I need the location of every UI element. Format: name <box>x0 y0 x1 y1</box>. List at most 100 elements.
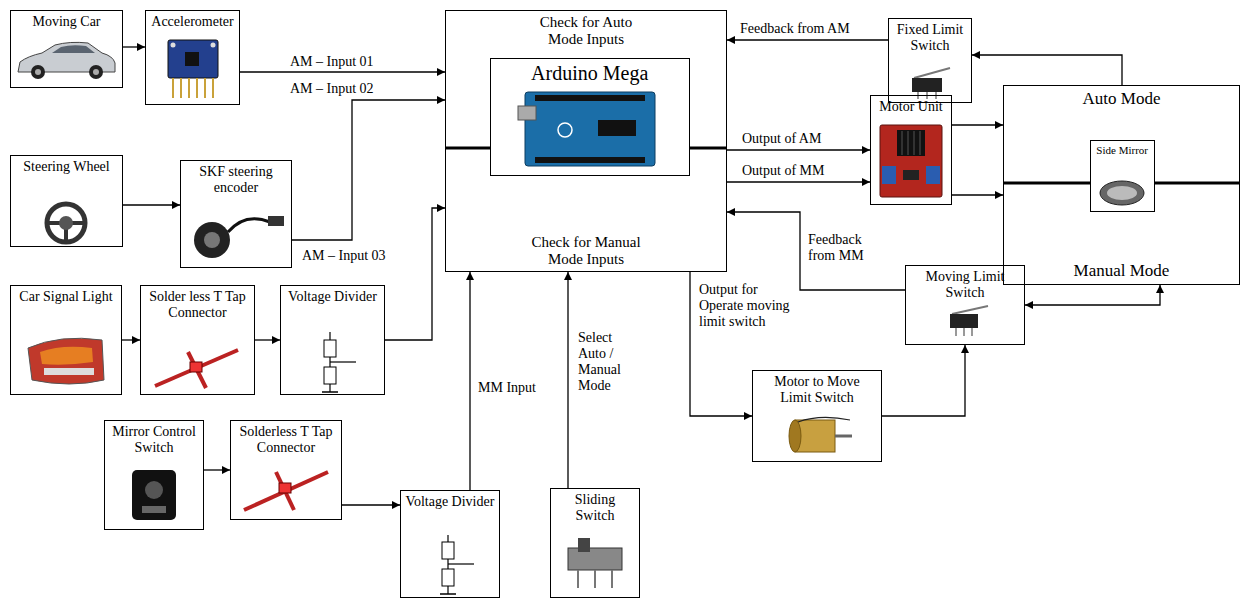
sensor-chip <box>185 52 199 66</box>
box-label: Steering Wheel <box>23 159 109 175</box>
motor-driver-illustration <box>880 125 942 197</box>
board-hole <box>211 43 216 48</box>
box-label: Motor to Move Limit Switch <box>757 374 877 406</box>
tap-wire <box>155 350 238 386</box>
connector-arrow <box>727 212 905 290</box>
connector-arrow <box>122 339 140 340</box>
divider-illustration <box>440 535 474 594</box>
wheel-hub <box>59 216 73 230</box>
resistor-symbol <box>442 542 454 559</box>
switch-slider <box>578 538 590 552</box>
bus-line <box>690 147 727 150</box>
signal-light-illustration <box>28 338 104 384</box>
sensor-box: SKF steering encoder <box>180 160 292 268</box>
switch-panel <box>132 470 176 520</box>
motor-shaft <box>835 435 852 438</box>
connector-arrow <box>240 71 445 72</box>
box-label: Solderless T Tap Connector <box>235 424 337 456</box>
switch-lever <box>952 306 988 314</box>
input-box: Mirror Control Switch <box>104 420 204 530</box>
car-illustration <box>18 42 115 79</box>
signal-label: MM Input <box>476 380 538 396</box>
box-label: Check for Manual Mode Inputs <box>524 234 649 269</box>
tap-wire <box>188 352 206 388</box>
divider-box: Voltage Divider <box>400 490 500 598</box>
lamp-housing <box>28 338 104 384</box>
resistor-symbol <box>324 367 336 384</box>
heatsink-fins <box>902 131 920 155</box>
box-label: Motor Unit <box>879 99 942 115</box>
box-label: Mirror Control Switch <box>109 424 199 456</box>
controller-box: Check for Auto Mode InputsCheck for Manu… <box>445 10 727 272</box>
resistor-symbol <box>324 340 336 357</box>
switch-body <box>950 314 978 328</box>
connector-arrow <box>469 272 470 490</box>
tap-connector-illustration <box>244 472 328 510</box>
box-label: Solder less T Tap Connector <box>145 289 250 321</box>
switch-pins <box>578 570 612 588</box>
box-label: Moving Limit Switch <box>910 269 1020 301</box>
connector-arrow <box>123 46 145 47</box>
switch-box: Fixed Limit Switch <box>888 18 972 103</box>
lamp-reflector <box>44 368 94 375</box>
board-hole <box>171 43 176 48</box>
signal-label: AM – Input 01 <box>288 54 376 70</box>
switch-button <box>142 506 166 513</box>
signal-label: AM – Input 03 <box>300 248 388 264</box>
limit-switch-illustration <box>950 306 988 336</box>
connector-arrow <box>123 204 180 205</box>
slide-switch-illustration <box>568 538 622 588</box>
microcontroller-box: Arduino Mega <box>490 58 690 176</box>
car-hub <box>93 69 99 75</box>
mirror-glass <box>1107 186 1137 200</box>
connector-box: Solderless T Tap Connector <box>230 420 342 520</box>
control-switch-illustration <box>132 470 176 520</box>
switch-box: Sliding Switch <box>550 488 640 598</box>
motor-wire <box>798 417 850 422</box>
divider-illustration <box>322 332 356 392</box>
connector-arrow <box>727 181 870 182</box>
driver-board <box>880 125 942 197</box>
lamp-lens <box>40 347 93 365</box>
input-box: Moving Car <box>10 10 123 88</box>
box-label: Fixed Limit Switch <box>893 22 967 54</box>
box-label: Moving Car <box>32 14 100 30</box>
tap-wire <box>244 472 328 510</box>
car-window <box>52 45 95 53</box>
divider-box: Voltage Divider <box>280 285 385 395</box>
tap-connector-illustration <box>155 350 238 388</box>
connector-arrow <box>972 55 1122 85</box>
signal-label: Select Auto / Manual Mode <box>576 330 642 394</box>
box-label: Check for Auto Mode Inputs <box>524 14 649 49</box>
processor-chip <box>598 120 636 136</box>
sensor-box: Accelerometer <box>145 10 240 105</box>
switch-knob <box>145 481 163 499</box>
connector-arrow <box>385 208 445 340</box>
box-label: Arduino Mega <box>531 62 648 85</box>
input-box: Steering Wheel <box>10 155 123 247</box>
tap-wire <box>276 472 294 510</box>
motor-end <box>789 420 801 452</box>
box-label: Auto Mode <box>1083 89 1161 109</box>
connector-arrow <box>342 504 400 505</box>
signal-label: Feedback from MM <box>806 232 882 264</box>
connector-arrow <box>952 194 1003 195</box>
connector-arrow <box>255 339 280 340</box>
box-label: Manual Mode <box>1074 261 1170 281</box>
usb-port <box>518 106 536 120</box>
switch-pins <box>956 328 972 336</box>
box-label: Side Mirror <box>1096 144 1148 157</box>
encoder-plug <box>268 216 284 226</box>
sensor-pins <box>173 78 213 98</box>
box-label: Sliding Switch <box>555 492 635 524</box>
accelerometer-illustration <box>168 40 218 98</box>
encoder-disc <box>194 222 230 258</box>
tap-body <box>279 483 291 493</box>
signal-label: Output of MM <box>740 163 826 179</box>
mirror-housing <box>1100 181 1144 205</box>
car-wheel <box>31 65 45 79</box>
wheel-rim <box>47 204 85 242</box>
connector-arrow <box>882 345 965 416</box>
sensor-board <box>168 40 218 78</box>
